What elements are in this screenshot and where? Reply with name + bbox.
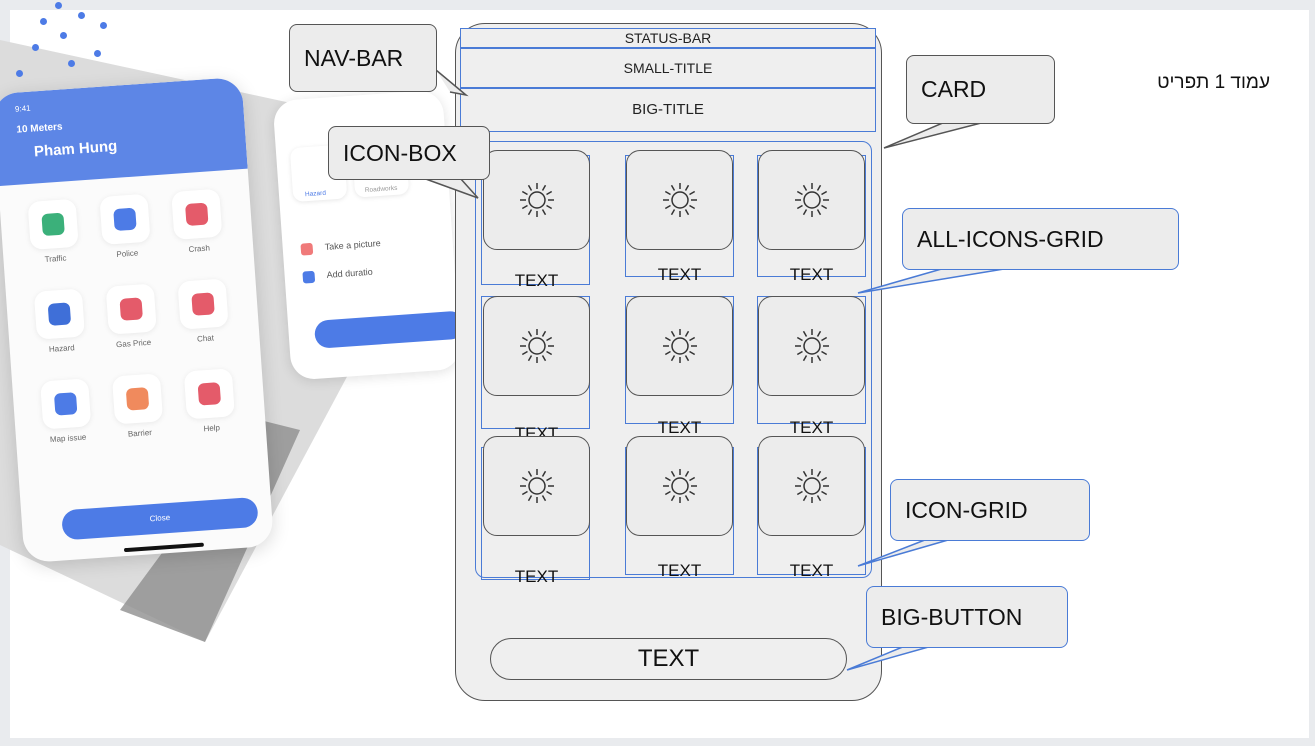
decor-dot — [55, 2, 62, 9]
callout-icon-box: ICON-BOX — [328, 126, 490, 180]
police-icon — [99, 193, 151, 245]
sun-icon — [660, 180, 700, 220]
icon-box[interactable] — [626, 436, 733, 536]
sun-icon — [792, 466, 832, 506]
sun-icon — [517, 326, 557, 366]
callout-big-button: BIG-BUTTON — [866, 586, 1068, 648]
clock-icon — [302, 270, 316, 284]
sun-icon — [660, 326, 700, 366]
decor-dot — [40, 18, 47, 25]
mockup-phone-main: 9:41 10 Meters Pham Hung Traffic Police … — [0, 76, 275, 564]
mockup-tile-label: Traffic — [44, 253, 67, 265]
mockup-tile-label: Help — [203, 423, 221, 434]
mockup-tile-label: Chat — [196, 333, 215, 344]
icon-box[interactable] — [483, 150, 590, 250]
mockup-row: Add duratio — [326, 266, 373, 280]
icon-box[interactable] — [758, 150, 865, 250]
chat-icon — [177, 278, 229, 330]
mockup-tile-label: Police — [116, 248, 139, 259]
icon-label: TEXT — [657, 561, 702, 580]
decor-dot — [100, 22, 107, 29]
icon-label: TEXT — [514, 567, 559, 586]
icon-label: TEXT — [657, 418, 702, 437]
decor-dot — [78, 12, 85, 19]
mockup-time: 9:41 — [14, 103, 31, 114]
hazard-icon — [33, 288, 86, 340]
mockup-home-indicator — [123, 542, 204, 553]
small-title: SMALL-TITLE — [460, 48, 876, 88]
icon-label: TEXT — [789, 418, 834, 437]
all-icons-grid — [475, 141, 872, 578]
icon-label: TEXT — [789, 265, 834, 284]
big-title: BIG-TITLE — [460, 88, 876, 132]
gas-price-icon — [105, 283, 157, 335]
mockup-tile-label: Hazard — [48, 343, 75, 354]
sun-icon — [517, 180, 557, 220]
decor-dot — [32, 44, 39, 51]
icon-box[interactable] — [483, 296, 590, 396]
icon-box[interactable] — [626, 296, 733, 396]
camera-icon — [300, 242, 314, 256]
traffic-light-icon — [27, 198, 79, 250]
icon-box[interactable] — [626, 150, 733, 250]
page-note: עמוד 1 תפריט — [1157, 72, 1270, 93]
decor-dot — [94, 50, 101, 57]
icon-label: TEXT — [514, 271, 559, 290]
decor-dot — [68, 60, 75, 67]
callout-icon-grid: ICON-GRID — [890, 479, 1090, 541]
sun-icon — [792, 326, 832, 366]
map-issue-icon — [40, 378, 92, 430]
callout-card: CARD — [906, 55, 1055, 124]
callout-all-icons-grid: ALL-ICONS-GRID — [902, 208, 1179, 270]
help-icon — [183, 368, 235, 420]
big-button[interactable]: TEXT — [490, 638, 847, 680]
mockup-tile-label: Hazard — [304, 189, 327, 199]
sun-icon — [660, 466, 700, 506]
mockup-row: Take a picture — [324, 238, 381, 252]
mockup-tile-label: Crash — [188, 243, 211, 254]
mockup-tile-label: Barrier — [127, 427, 153, 439]
mockup-tile-label: Gas Price — [115, 337, 152, 350]
mockup-button — [313, 310, 466, 349]
reference-mockup: Hazard Roadworks Take a picture Add dura… — [0, 0, 480, 650]
sun-icon — [517, 466, 557, 506]
sun-icon — [792, 180, 832, 220]
barrier-icon — [111, 373, 164, 425]
icon-box[interactable] — [483, 436, 590, 536]
icon-box[interactable] — [758, 296, 865, 396]
mockup-close-button: Close — [61, 496, 259, 541]
decor-dot — [60, 32, 67, 39]
status-bar: STATUS-BAR — [460, 28, 876, 48]
icon-box[interactable] — [758, 436, 865, 536]
icon-label: TEXT — [657, 265, 702, 284]
callout-nav-bar: NAV-BAR — [289, 24, 437, 92]
mockup-tile-label: Map issue — [49, 432, 87, 445]
decor-dot — [16, 70, 23, 77]
crash-icon — [171, 188, 223, 240]
icon-label: TEXT — [789, 561, 834, 580]
